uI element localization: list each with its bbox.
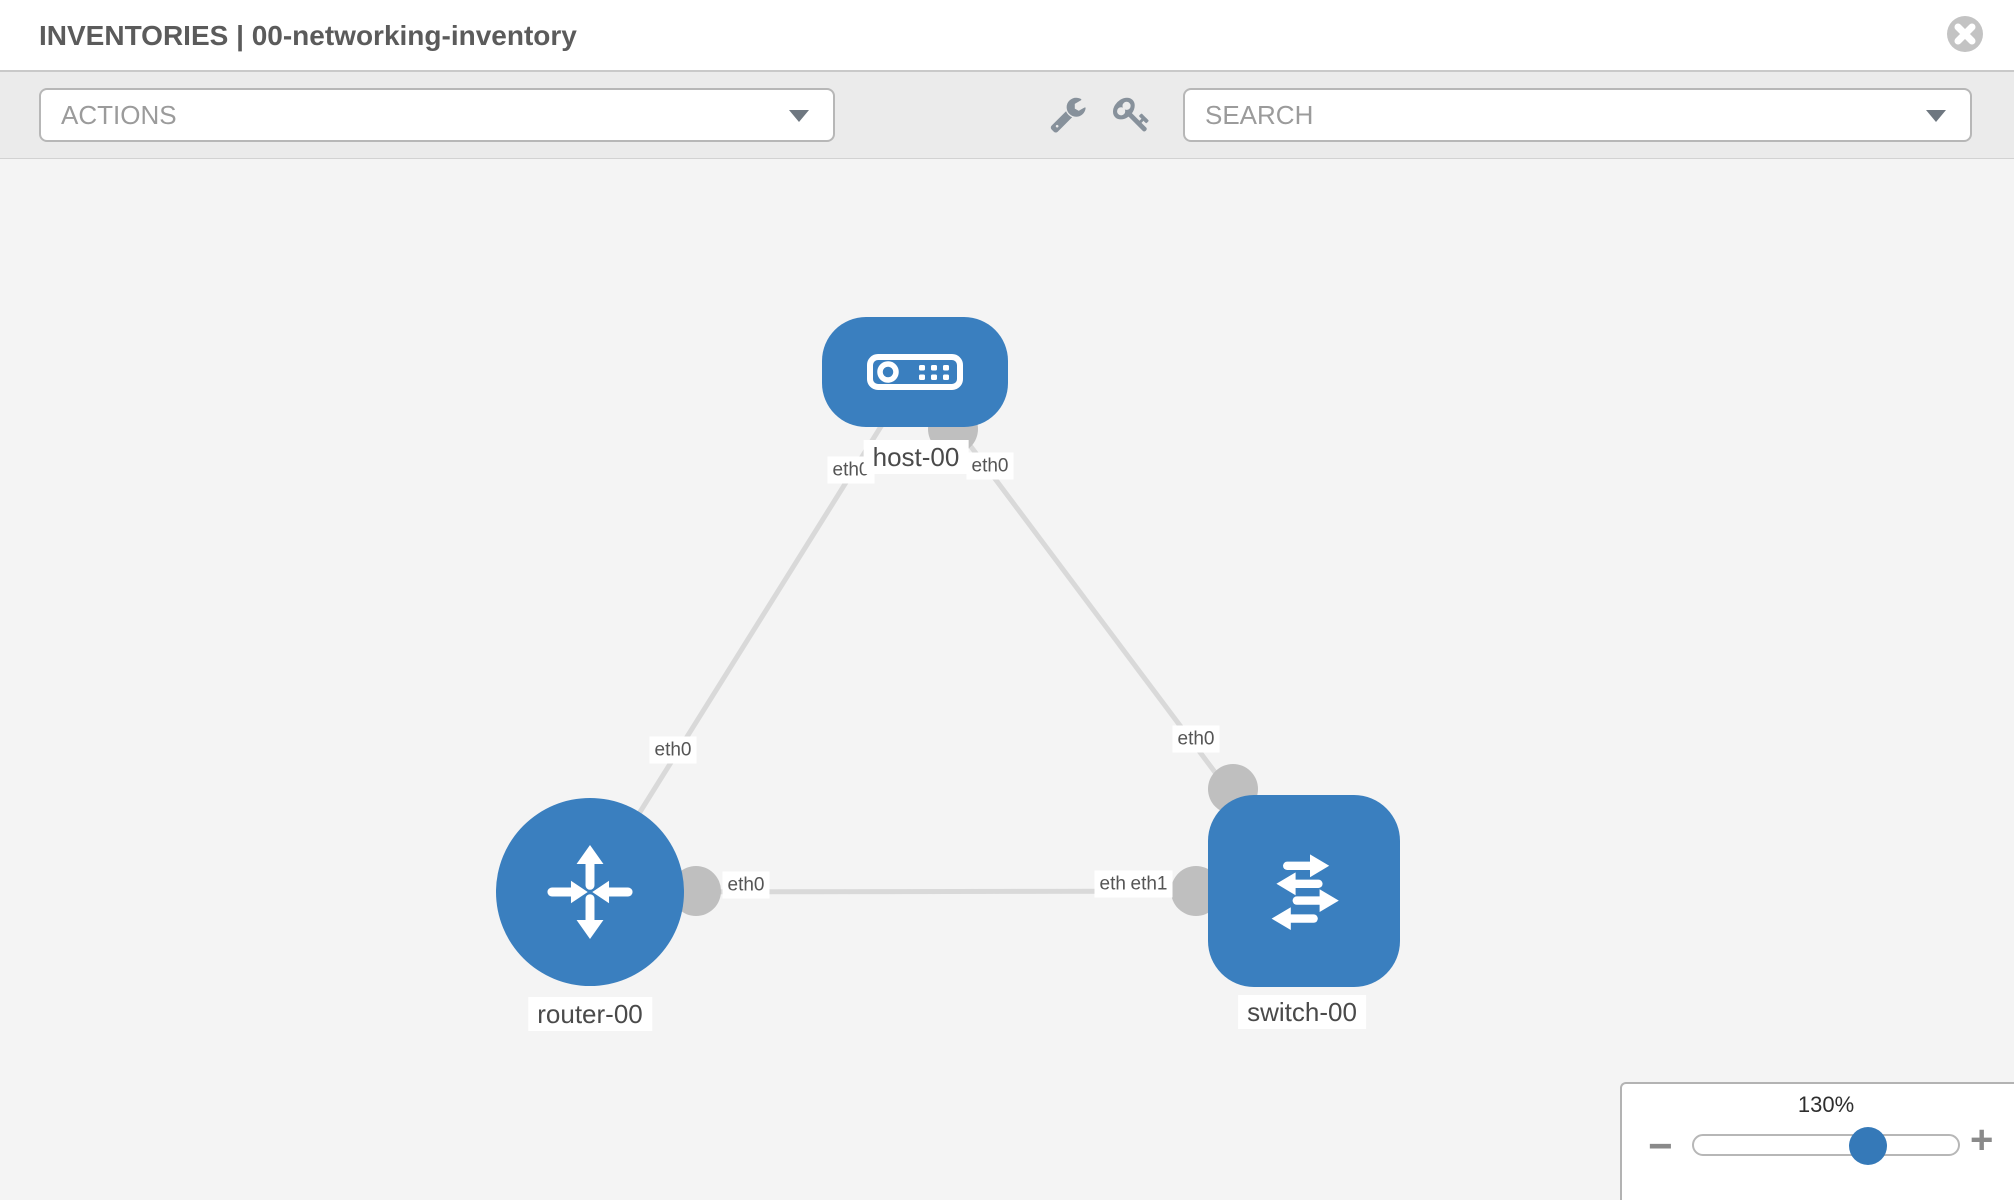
wrench-icon [1050,97,1086,133]
zoom-in-button[interactable]: + [1970,1118,1994,1162]
port-label: eth1 [1125,870,1173,898]
page-title: INVENTORIES | 00-networking-inventory [39,20,577,51]
close-icon [1947,16,1983,52]
zoom-slider[interactable] [1692,1127,1960,1165]
node-label-router-00: router-00 [528,997,652,1031]
port-label: eth0 [1172,725,1220,753]
node-host-00[interactable] [822,317,1008,427]
close-button[interactable] [1946,15,1984,53]
switch-icon [1271,854,1339,930]
header: INVENTORIES | 00-networking-inventory [0,0,2014,70]
chevron-down-icon [789,110,809,122]
interface-connector[interactable] [671,866,721,916]
zoom-panel: 130% − + [1620,1082,2014,1200]
zoom-out-button[interactable]: − [1648,1122,1673,1169]
node-switch-00[interactable] [1208,795,1400,987]
router-icon [547,844,633,940]
port-label: eth0 [722,871,770,899]
actions-dropdown[interactable]: ACTIONS [39,88,835,142]
zoom-slider-knob[interactable] [1849,1127,1887,1165]
node-label-switch-00: switch-00 [1238,995,1366,1029]
node-router-00[interactable] [496,798,684,986]
host-icon [867,354,963,390]
credentials-button[interactable] [1113,95,1151,133]
network-canvas[interactable] [0,157,2014,1200]
toolbar: ACTIONS SEARCH [0,70,2014,159]
chevron-down-icon [1926,110,1946,122]
search-dropdown-label: SEARCH [1205,99,1314,130]
port-label: eth0 [649,736,697,764]
configure-button[interactable] [1049,95,1087,133]
port-label: eth0 [966,452,1014,480]
actions-dropdown-label: ACTIONS [61,99,177,130]
key-icon [1113,97,1149,132]
node-label-host-00: host-00 [863,440,969,474]
zoom-level-label: 130% [1797,1092,1855,1117]
search-dropdown[interactable]: SEARCH [1183,88,1972,142]
